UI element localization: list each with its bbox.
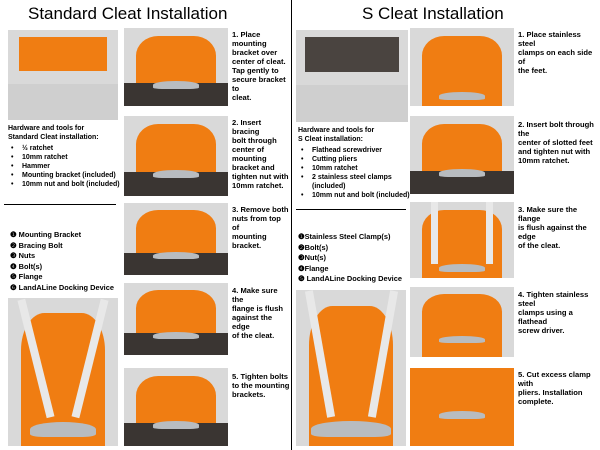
standard-tools-photo [8,30,118,120]
s-cleat-hardware-item: Flathead screwdriver [298,146,410,155]
standard-step-5-photo [124,368,228,446]
s-cleat-hardware-item: Cutting pliers [298,155,410,164]
standard-hardware-item: Mounting bracket (included) [8,171,120,180]
s-cleat-parts-list: ❶Stainless Steel Clamp(s) ❷Bolt(s) ❸Nut(… [298,232,402,285]
standard-cleat-title: Standard Cleat Installation [28,4,228,23]
s-cleat-part: ❸Nut(s) [298,253,326,262]
s-cleat-step-2-photo [410,116,514,194]
s-cleat-hardware-title-2: S Cleat installation: [298,136,363,143]
s-cleat-hardware-title-1: Hardware and tools for [298,127,375,134]
s-cleat-hardware-item: 2 stainless steel clamps (included) [298,173,410,191]
standard-part: ❻ LandALine Docking Device [10,282,114,292]
standard-hardware-item: ½ ratchet [8,144,120,153]
s-cleat-part: ❷Bolt(s) [298,242,329,252]
standard-step-4-photo [124,283,228,355]
standard-hardware-list: Hardware and tools for Standard Cleat in… [8,124,120,189]
left-section-rule [4,204,116,205]
standard-part: ❶ Mounting Bracket [10,230,82,239]
standard-labeled-photo [8,298,118,446]
s-cleat-part: ❺ LandALine Docking Device [298,274,402,283]
s-cleat-part: ❹Flange [298,263,329,273]
s-cleat-step-5-photo [410,368,514,446]
s-cleat-hardware-item: 10mm ratchet [298,164,410,173]
standard-part: ❷ Bracing Bolt [10,240,63,250]
s-cleat-step-3-photo [410,202,514,278]
standard-hardware-item: Hammer [8,162,120,171]
right-section-rule [296,209,406,210]
standard-hardware-title-2: Standard Cleat installation: [8,134,99,141]
s-cleat-tools-photo [296,30,408,122]
s-cleat-labeled-photo [296,290,406,446]
s-cleat-step-4-photo [410,287,514,357]
standard-parts-list: ❶ Mounting Bracket ❷ Bracing Bolt ❸ Nuts… [10,230,114,293]
standard-step-3-photo [124,203,228,275]
standard-hardware-item: 10mm ratchet [8,153,120,162]
s-cleat-part: ❶Stainless Steel Clamp(s) [298,232,391,241]
column-divider [291,0,292,450]
standard-step-1-photo [124,28,228,106]
standard-step-2-photo [124,116,228,196]
standard-hardware-item: 10mm nut and bolt (included) [8,180,120,189]
s-cleat-hardware-item: 10mm nut and bolt (included) [298,191,410,200]
standard-part: ❺ Flange [10,272,43,281]
s-cleat-step-1-photo [410,28,514,106]
standard-part: ❸ Nuts [10,251,36,260]
s-cleat-hardware-list: Hardware and tools for S Cleat installat… [298,126,410,200]
standard-hardware-title-1: Hardware and tools for [8,125,85,132]
standard-part: ❹ Bolt(s) [10,261,43,271]
s-cleat-title: S Cleat Installation [362,4,504,23]
